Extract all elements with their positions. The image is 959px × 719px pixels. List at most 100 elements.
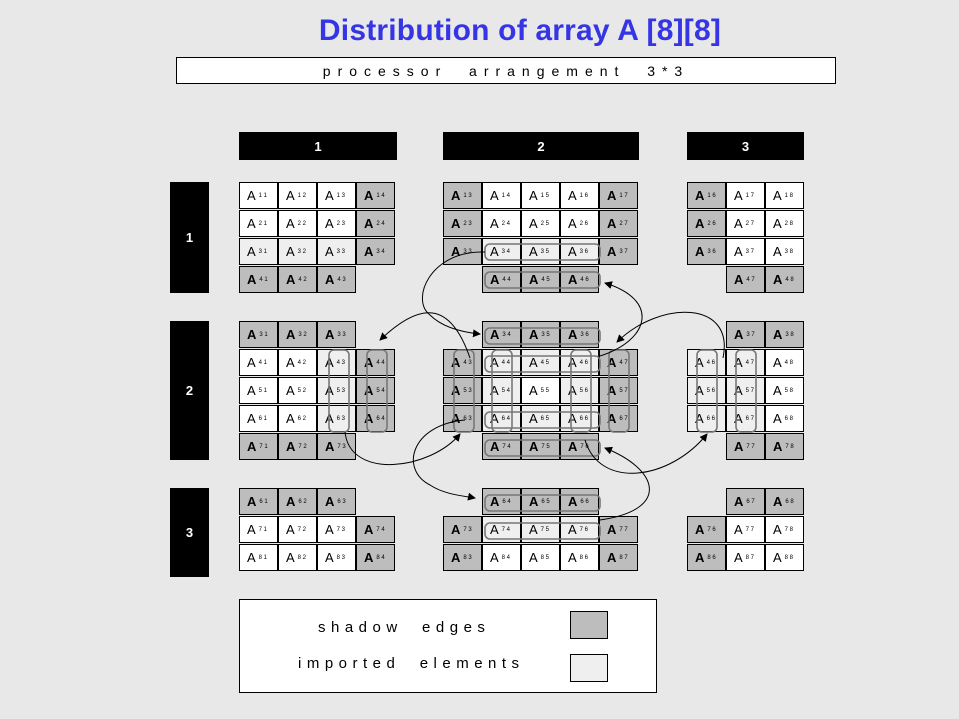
legend-imported-label: imported elements [298, 655, 525, 672]
import-band [484, 439, 601, 457]
import-band [484, 271, 601, 289]
row-header-2: 2 [170, 321, 209, 460]
transfer-arrow [616, 311, 725, 359]
import-band [484, 522, 601, 540]
legend-imported-swatch [570, 654, 608, 682]
diagram-title: Distribution of array A [8][8] [318, 14, 722, 47]
legend: shadow edges imported elements [239, 599, 657, 693]
transfer-arrow [379, 312, 471, 359]
transfer-arrow [584, 433, 708, 474]
row-header-3: 3 [170, 488, 209, 577]
processor-arrangement-label: processor arrangement 3*3 [176, 57, 836, 84]
import-band [484, 494, 601, 512]
import-band [608, 349, 630, 433]
import-band [696, 349, 718, 433]
import-band [484, 411, 601, 429]
transfer-arrow [599, 446, 650, 521]
import-band [453, 349, 475, 433]
transfer-arrow [413, 419, 476, 501]
import-band [366, 349, 388, 433]
import-band [735, 349, 757, 433]
legend-shadow-label: shadow edges [318, 619, 491, 636]
row-header-1: 1 [170, 182, 209, 293]
transfer-arrow [599, 281, 643, 357]
column-header-1: 1 [239, 132, 397, 160]
column-header-3: 3 [687, 132, 804, 160]
transfer-arrow [344, 431, 461, 465]
import-band [328, 349, 350, 433]
import-band [484, 355, 601, 373]
